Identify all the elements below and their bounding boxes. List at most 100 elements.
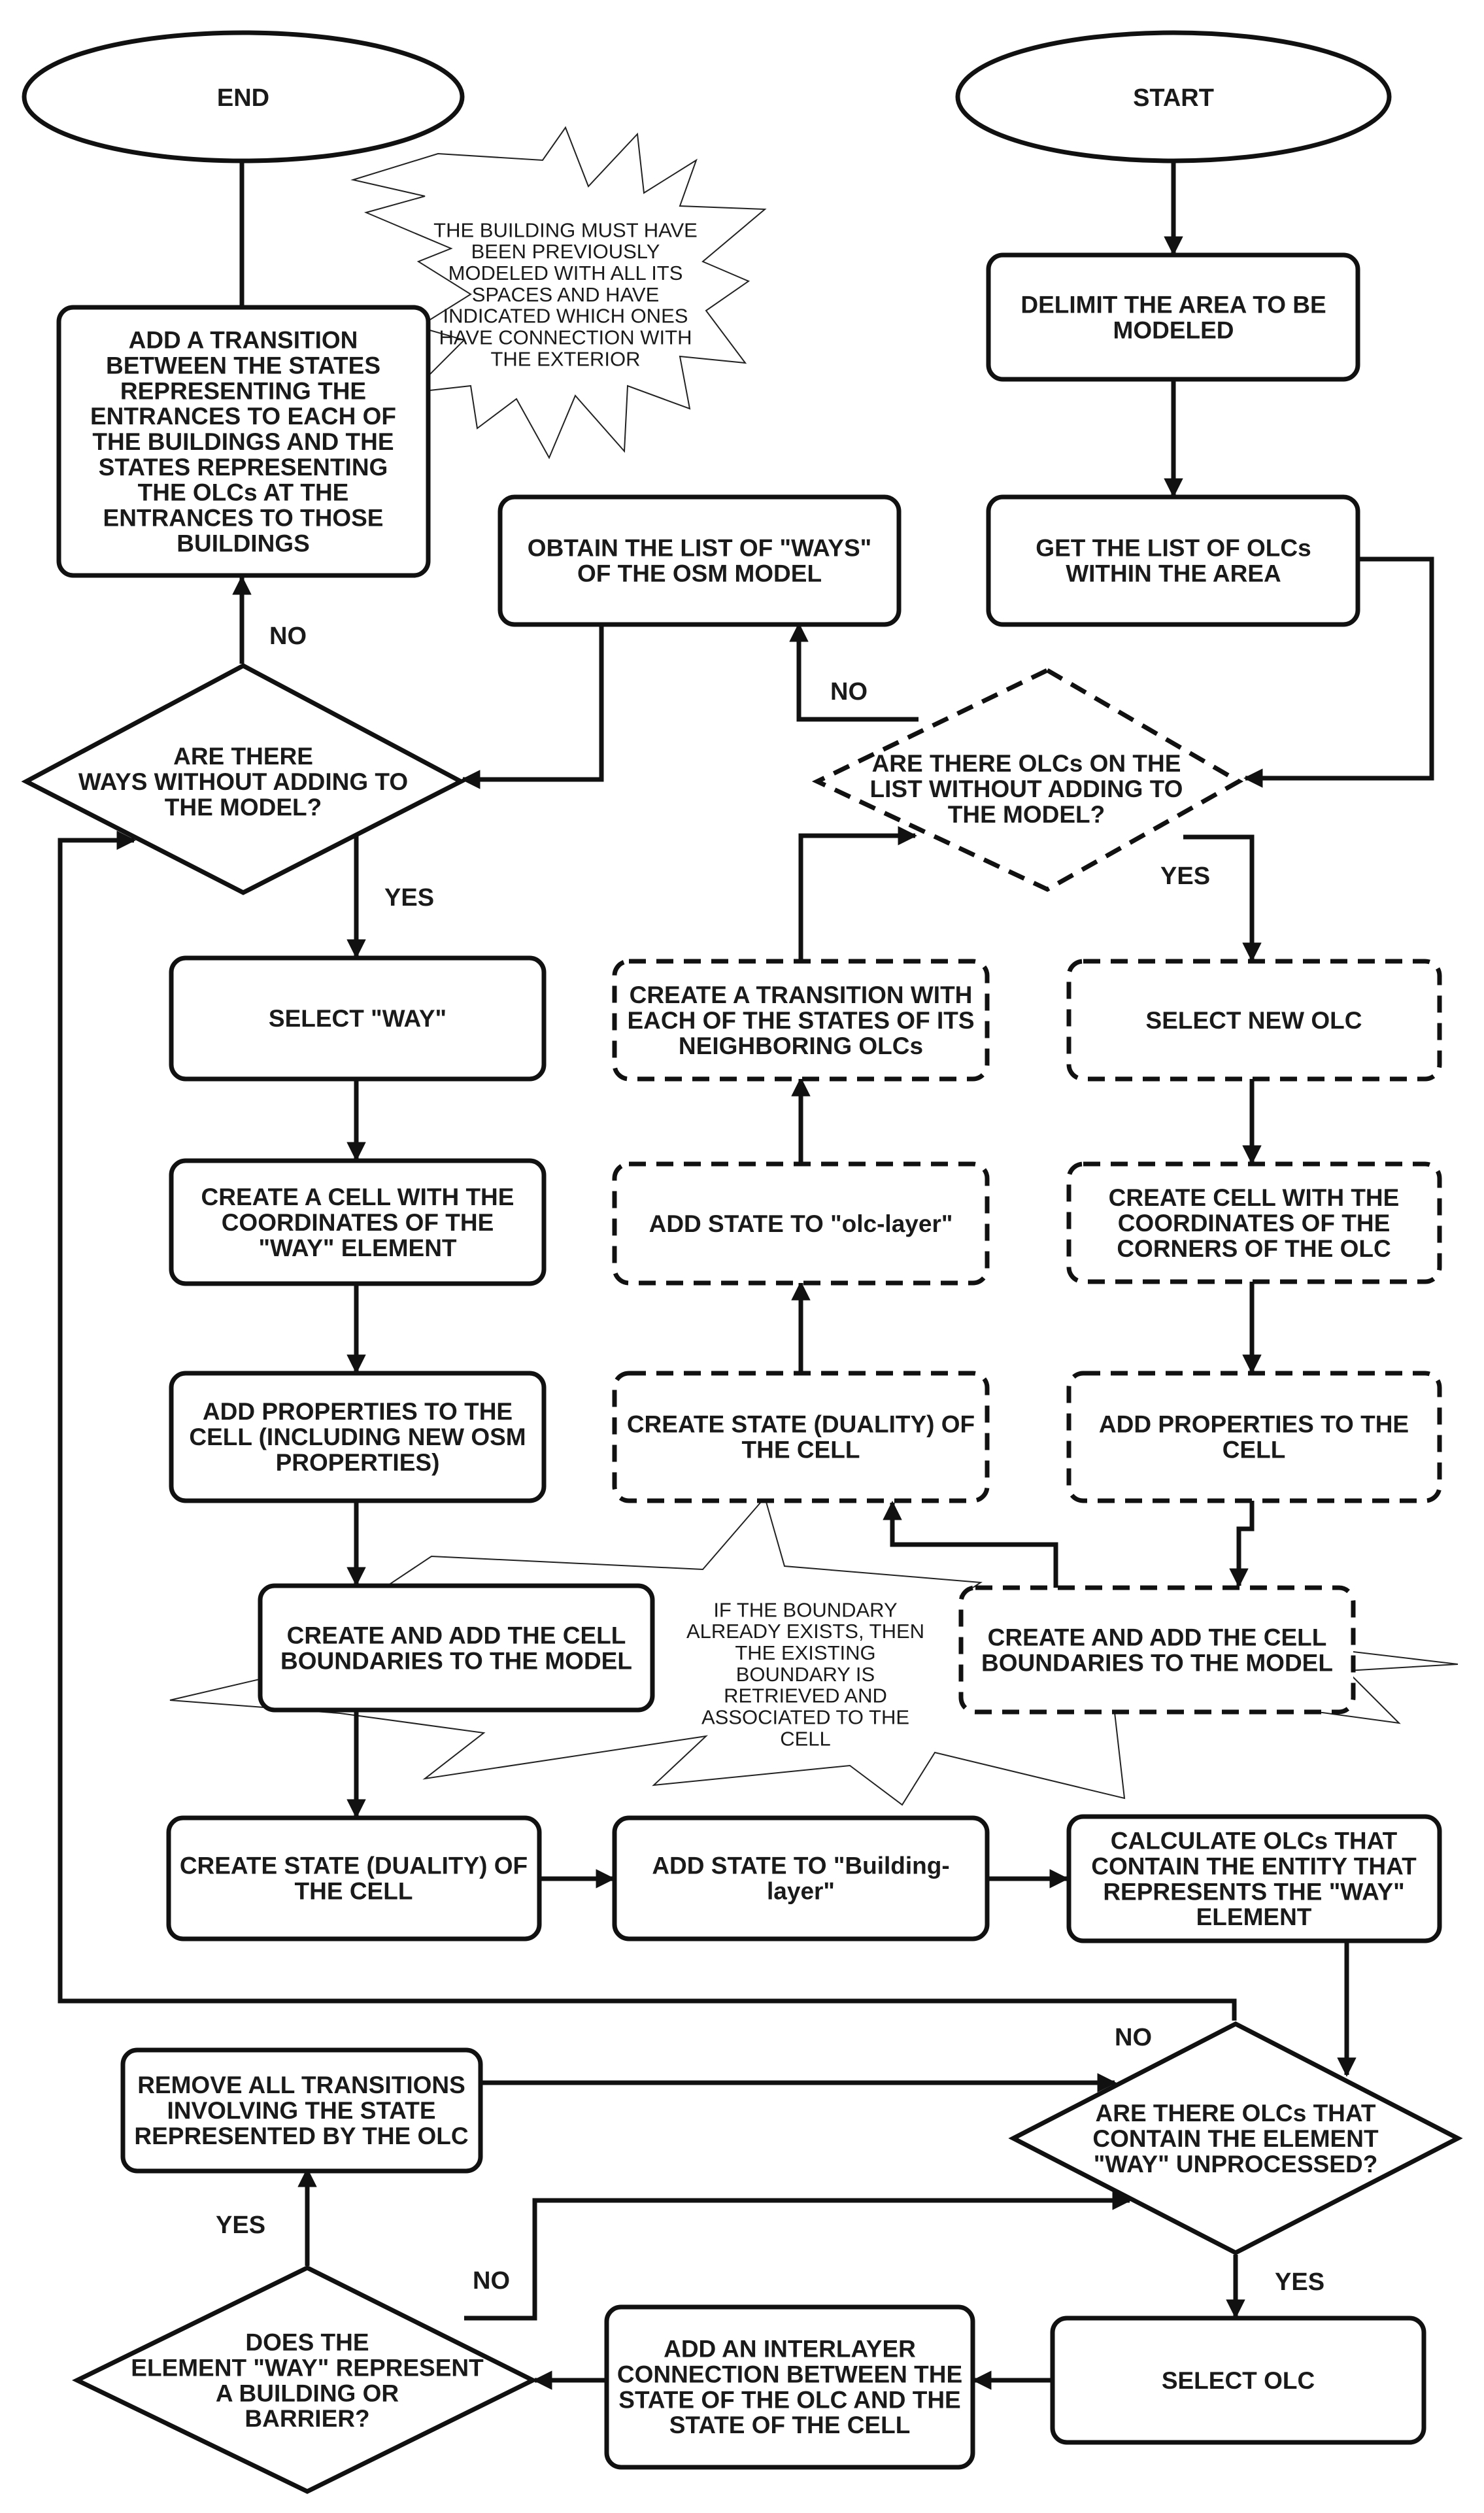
interlayer-label-line: CONNECTION BETWEEN THE (617, 2361, 962, 2388)
select-olc-label: SELECT OLC (1162, 2367, 1315, 2394)
select-way-label: SELECT "WAY" (269, 1005, 447, 1032)
create-transition-neighbors-label-line: NEIGHBORING OLCs (679, 1033, 923, 1059)
boundary-note-label-line: BOUNDARY IS (736, 1663, 875, 1686)
end-terminator (22, 30, 465, 163)
add-transition-buildings-label-line: ADD A TRANSITION (129, 327, 358, 354)
create-transition-neighbors-box (612, 959, 990, 1082)
interlayer-label-line: ADD AN INTERLAYER (664, 2336, 916, 2363)
note-boundary-burst (169, 1496, 1459, 1806)
interlayer-label-line: STATE OF THE OLC AND THE (618, 2386, 960, 2413)
remove-transitions-box (120, 2047, 483, 2174)
state-way-label-line: CREATE STATE (DUALITY) OF (180, 1853, 528, 1879)
edge-qolcs-no-obtain (789, 623, 919, 722)
state-way-box (166, 1815, 542, 1941)
obtain-ways-box (497, 494, 902, 627)
building-note-label-line: BEEN PREVIOUSLY (471, 240, 660, 263)
create-transition-neighbors-label-line: CREATE A TRANSITION WITH (630, 982, 973, 1008)
add-properties-way-label-line: ADD PROPERTIES TO THE (203, 1398, 513, 1425)
state-way-label-line: THE CELL (295, 1877, 413, 1904)
get-olcs-label-line: GET THE LIST OF OLCs (1036, 535, 1311, 562)
add-properties-olc-label-line: CELL (1223, 1436, 1286, 1463)
boundary-note-label-line: ALREADY EXISTS, THEN (686, 1620, 924, 1643)
olcs-decision-label-line: LIST WITHOUT ADDING TO (870, 776, 1183, 802)
select-new-olc-label-line: SELECT NEW OLC (1146, 1007, 1362, 1034)
create-cell-olc-box (1066, 1161, 1442, 1284)
create-cell-olc-label-line: COORDINATES OF THE (1118, 1210, 1391, 1237)
note-building-burst (350, 126, 767, 460)
add-properties-way-box (169, 1371, 547, 1503)
create-cell-way-label-line: COORDINATES OF THE (222, 1209, 494, 1236)
building-note-label-line: HAVE CONNECTION WITH (439, 326, 692, 349)
calc-olcs-label-line: ELEMENT (1196, 1904, 1312, 1930)
add-transition-buildings-label-line: ENTRANCES TO THOSE (103, 505, 384, 532)
label-yes-olcs-way: YES (1275, 2268, 1324, 2296)
edge-obtain-qways (461, 624, 604, 789)
label-no-ways: NO (269, 623, 307, 650)
calc-olcs-label-line: CALCULATE OLCs THAT (1111, 1828, 1398, 1855)
olcs-decision (811, 668, 1244, 892)
state-olc-label-line: THE CELL (742, 1436, 860, 1463)
edge-transition-qolcs (798, 826, 917, 960)
add-transition-buildings-box (56, 305, 431, 578)
add-transition-buildings-label-line: STATES REPRESENTING (99, 454, 388, 481)
add-state-building-label-line: layer" (767, 1877, 835, 1904)
calc-olcs-label-line: CONTAIN THE ENTITY THAT (1091, 1853, 1417, 1880)
get-olcs-box (986, 494, 1360, 627)
calc-olcs-box (1066, 1814, 1442, 1943)
label-no-olcs: NO (830, 678, 868, 706)
building-decision-label-line: ELEMENT "WAY" REPRESENT (131, 2355, 484, 2382)
boundaries-olc-label-line: CREATE AND ADD THE CELL (988, 1624, 1327, 1651)
remove-transitions-label-line: INVOLVING THE STATE (167, 2097, 435, 2124)
select-way-box (169, 955, 547, 1082)
label-no-building: NO (473, 2267, 510, 2295)
building-decision (71, 2265, 538, 2494)
add-state-building-label: ADD STATE TO "Building-layer" (652, 1853, 949, 1905)
building-note-label-line: THE EXTERIOR (490, 347, 640, 370)
label-no-loop: NO (1115, 2024, 1152, 2051)
boundary-note-label-line: IF THE BOUNDARY (713, 1598, 897, 1621)
state-olc-box (612, 1371, 990, 1503)
obtain-ways-label-line: OF THE OSM MODEL (577, 560, 822, 587)
add-state-olc-label: ADD STATE TO "olc-layer" (649, 1210, 953, 1237)
building-decision-label-line: BARRIER? (245, 2405, 369, 2432)
ways-decision-label-line: THE MODEL? (165, 794, 322, 821)
create-cell-olc-label-line: CORNERS OF THE OLC (1117, 1235, 1391, 1262)
ways-decision-label-line: ARE THERE (173, 743, 313, 770)
olcs-way-decision-label-line: ARE THERE OLCs THAT (1096, 2100, 1376, 2127)
obtain-ways-label: OBTAIN THE LIST OF "WAYS"OF THE OSM MODE… (528, 535, 871, 587)
end-label: END (217, 84, 269, 112)
boundaries-olc-label-line: BOUNDARIES TO THE MODEL (981, 1649, 1333, 1676)
state-olc-label-line: CREATE STATE (DUALITY) OF (627, 1411, 975, 1438)
select-olc-label-line: SELECT OLC (1162, 2367, 1315, 2394)
create-cell-way-label-line: CREATE A CELL WITH THE (201, 1184, 514, 1210)
boundary-note-label-line: THE EXISTING (735, 1641, 875, 1664)
create-transition-neighbors-label-line: EACH OF THE STATES OF ITS (627, 1007, 974, 1034)
add-state-building-box (612, 1815, 990, 1941)
delimit-area-label-line: DELIMIT THE AREA TO BE (1020, 292, 1326, 318)
boundary-note-label-line: RETRIEVED AND (724, 1684, 887, 1707)
olcs-way-decision (1008, 2021, 1463, 2255)
olcs-decision-label-line: THE MODEL? (948, 801, 1105, 828)
delimit-area-label-line: MODELED (1113, 316, 1234, 343)
label-yes-olcs: YES (1160, 863, 1210, 890)
ways-decision (21, 663, 466, 895)
